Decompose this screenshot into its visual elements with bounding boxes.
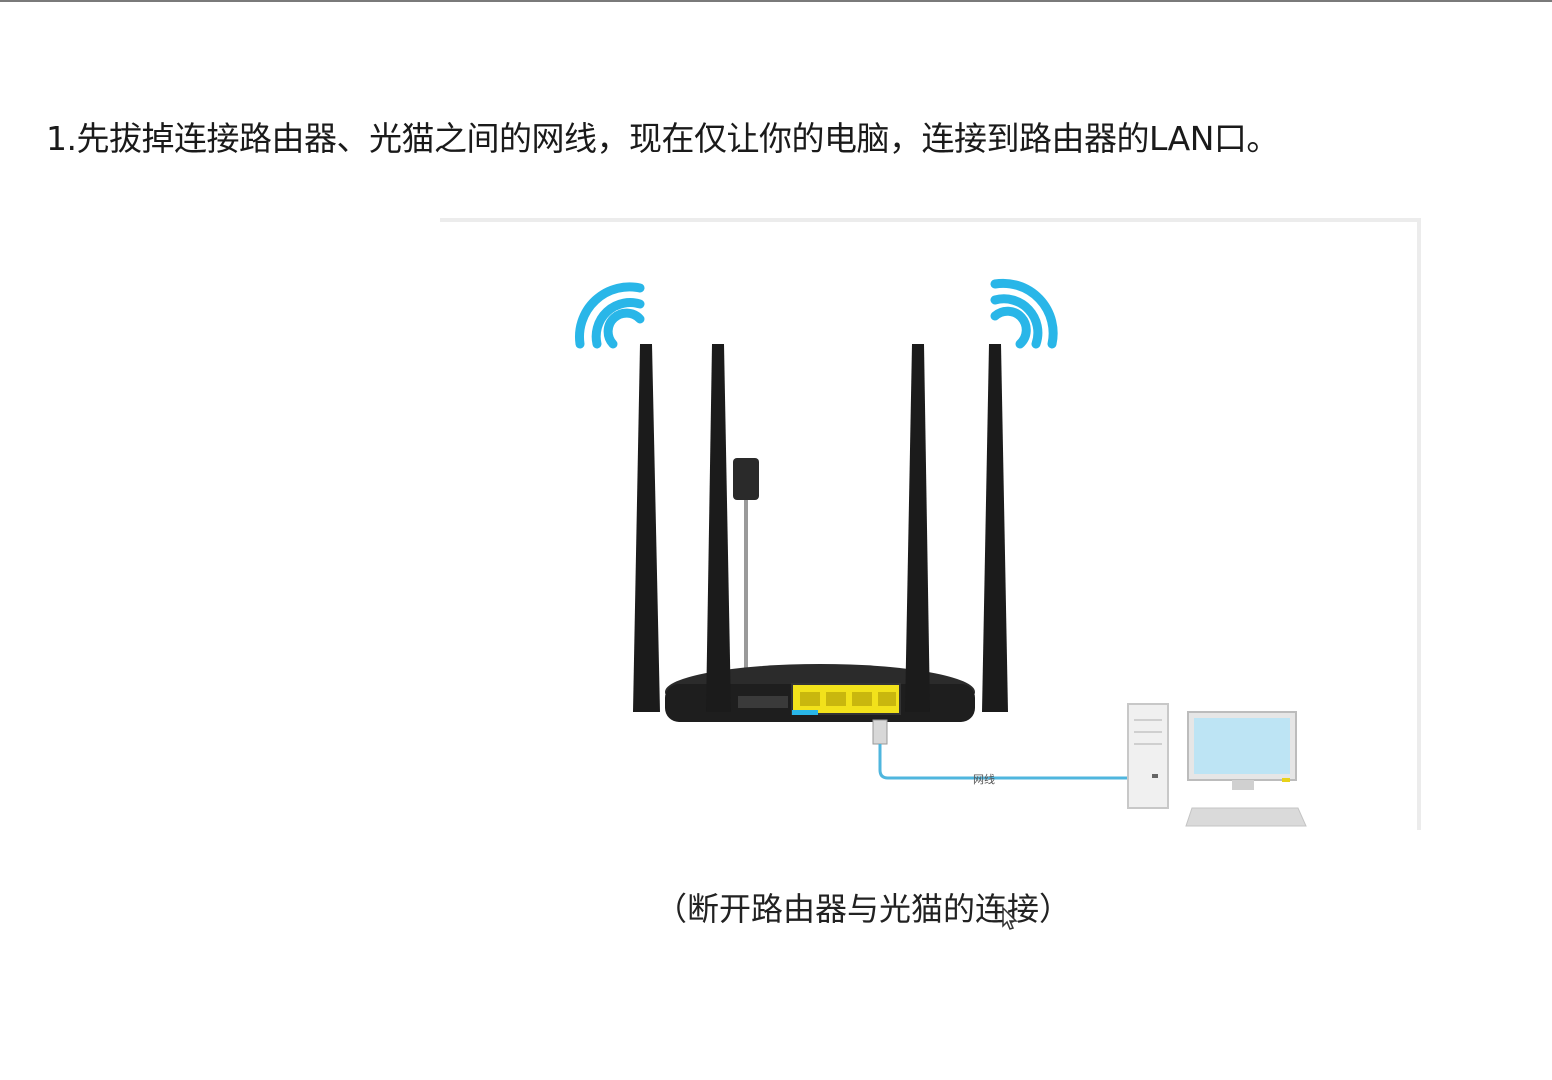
- step-instruction: 1.先拔掉连接路由器、光猫之间的网线，现在仅让你的电脑，连接到路由器的LAN口。: [46, 119, 1279, 158]
- keyboard-icon: [1185, 807, 1307, 827]
- power-adapter-icon: [733, 458, 759, 672]
- router-icon: [633, 344, 1008, 722]
- ethernet-cable-icon: [872, 719, 1130, 780]
- monitor-icon: [1187, 711, 1297, 790]
- top-border: [0, 0, 1552, 2]
- mouse-cursor-icon: [1002, 906, 1018, 930]
- wifi-signal-icon-left: [575, 282, 645, 349]
- router-connection-figure: 网线: [440, 218, 1421, 830]
- figure-caption: （断开路由器与光猫的连接）: [655, 890, 1072, 928]
- wifi-signal-icon-right: [990, 278, 1058, 349]
- cable-label: 网线: [973, 772, 995, 786]
- desktop-pc-icon: [1127, 703, 1169, 809]
